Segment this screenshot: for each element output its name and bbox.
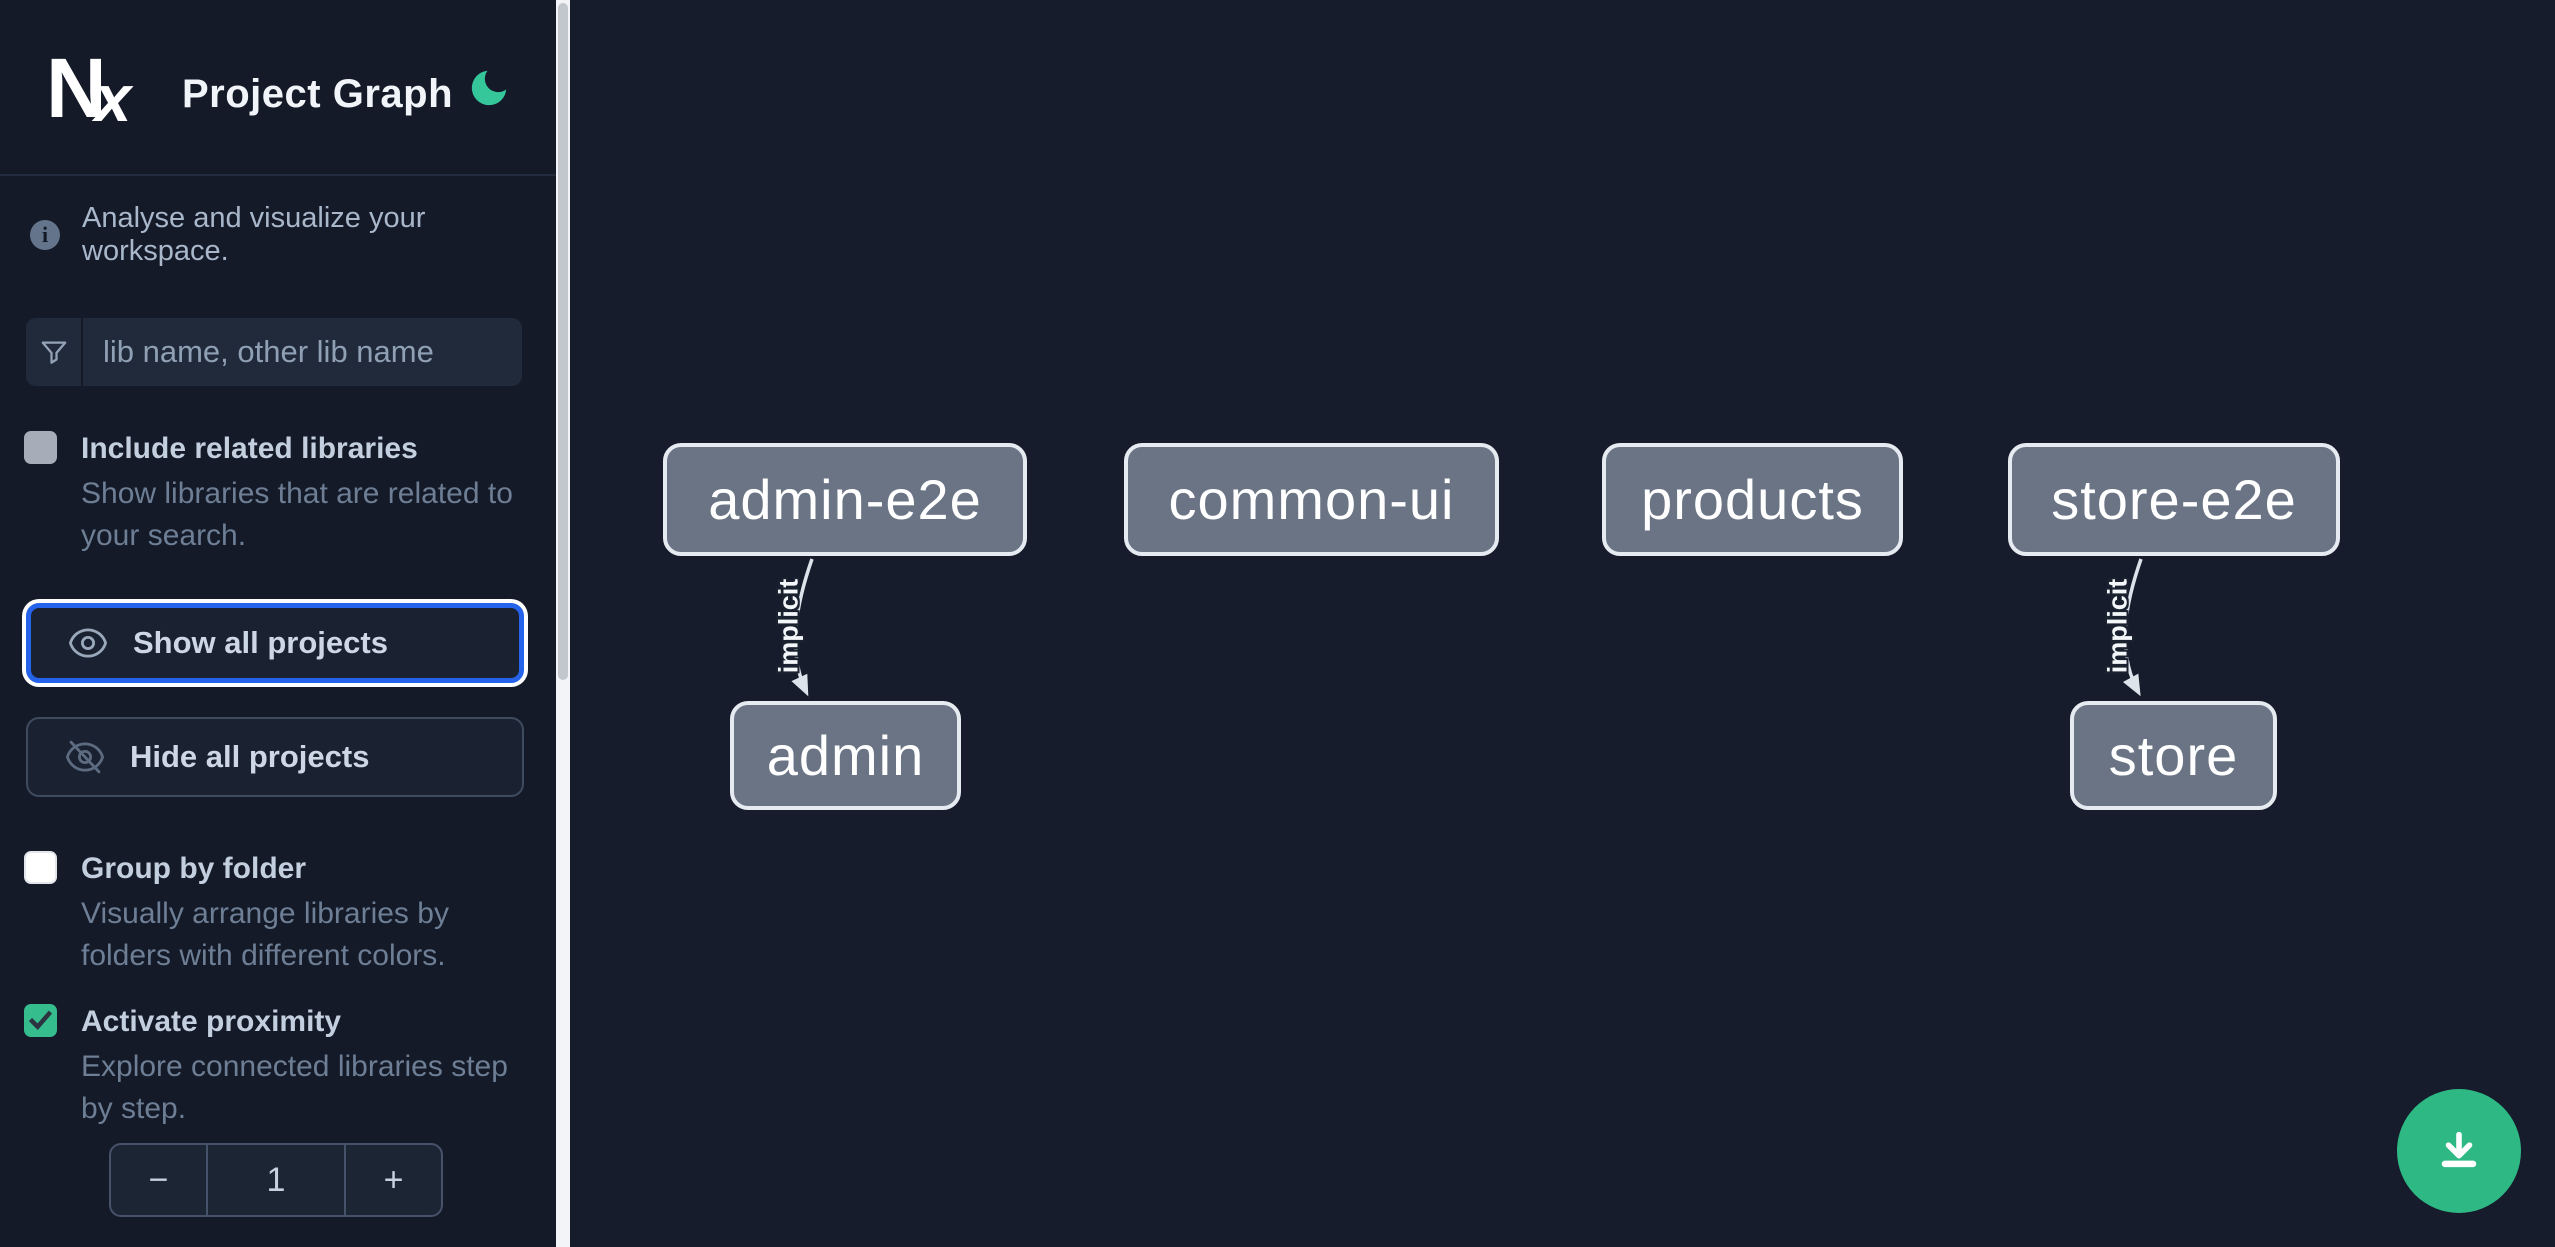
graph-edges: [791, 558, 2143, 697]
sidebar-scrollbar-thumb[interactable]: [558, 3, 568, 680]
graph-canvas[interactable]: admin-e2e common-ui products store-e2e admin…: [570, 0, 2555, 1247]
info-row: i Analyse and visualize your workspace.: [30, 202, 556, 268]
theme-toggle-button[interactable]: [464, 64, 514, 114]
group-by-folder-checkbox[interactable]: [24, 851, 57, 884]
proximity-stepper: − 1 +: [109, 1143, 443, 1217]
download-graph-button[interactable]: [2397, 1089, 2521, 1213]
activate-proximity-label: Activate proximity: [81, 1005, 342, 1038]
activate-proximity-checkbox[interactable]: [24, 1004, 57, 1037]
page-title: Project Graph: [182, 72, 454, 116]
sidebar-scrollbar-track: [556, 0, 570, 1247]
graph-node-store[interactable]: store: [2070, 701, 2277, 810]
show-all-projects-button[interactable]: Show all projects: [26, 603, 524, 683]
nx-logo-x: x: [94, 61, 132, 135]
eye-icon: [69, 628, 107, 658]
option-group-by-folder: Group by folder Visually arrange librari…: [24, 849, 524, 977]
nx-logo-n: N: [46, 41, 107, 135]
option-activate-proximity: Activate proximity Explore connected lib…: [24, 1002, 524, 1130]
hide-all-projects-label: Hide all projects: [130, 739, 370, 774]
include-related-description: Show libraries that are related to your …: [81, 477, 513, 552]
graph-node-common-ui[interactable]: common-ui: [1124, 443, 1499, 556]
graph-node-admin-e2e[interactable]: admin-e2e: [663, 443, 1027, 556]
proximity-value[interactable]: 1: [266, 1160, 286, 1199]
proximity-decrement-button[interactable]: −: [111, 1145, 208, 1215]
graph-edge-label: implicit: [2102, 578, 2133, 673]
group-by-folder-description: Visually arrange libraries by folders wi…: [81, 897, 449, 972]
filter-funnel-icon: [26, 318, 83, 386]
info-icon: i: [30, 220, 60, 250]
graph-node-store-e2e[interactable]: store-e2e: [2008, 443, 2340, 556]
download-icon: [2441, 1131, 2477, 1168]
graph-node-admin[interactable]: admin: [730, 701, 961, 810]
moon-icon: [471, 70, 507, 105]
graph-edge-label: implicit: [773, 578, 804, 673]
search-box: [26, 318, 522, 386]
graph-node-products[interactable]: products: [1602, 443, 1903, 556]
option-include-related: Include related libraries Show libraries…: [24, 429, 524, 557]
proximity-increment-button[interactable]: +: [344, 1145, 441, 1215]
graph-edge-store-e2e-store: [2122, 558, 2143, 697]
search-input[interactable]: [83, 318, 522, 386]
include-related-checkbox[interactable]: [24, 431, 57, 464]
info-text: Analyse and visualize your workspace.: [82, 202, 426, 267]
eye-off-icon: [66, 740, 104, 774]
hide-all-projects-button[interactable]: Hide all projects: [26, 717, 524, 797]
activate-proximity-description: Explore connected libraries step by step…: [81, 1050, 508, 1125]
include-related-label: Include related libraries: [81, 432, 418, 465]
group-by-folder-label: Group by folder: [81, 852, 306, 885]
checkmark-icon: [28, 1010, 53, 1030]
show-all-projects-label: Show all projects: [133, 625, 388, 660]
graph-edge-admin-e2e-admin: [791, 558, 814, 697]
